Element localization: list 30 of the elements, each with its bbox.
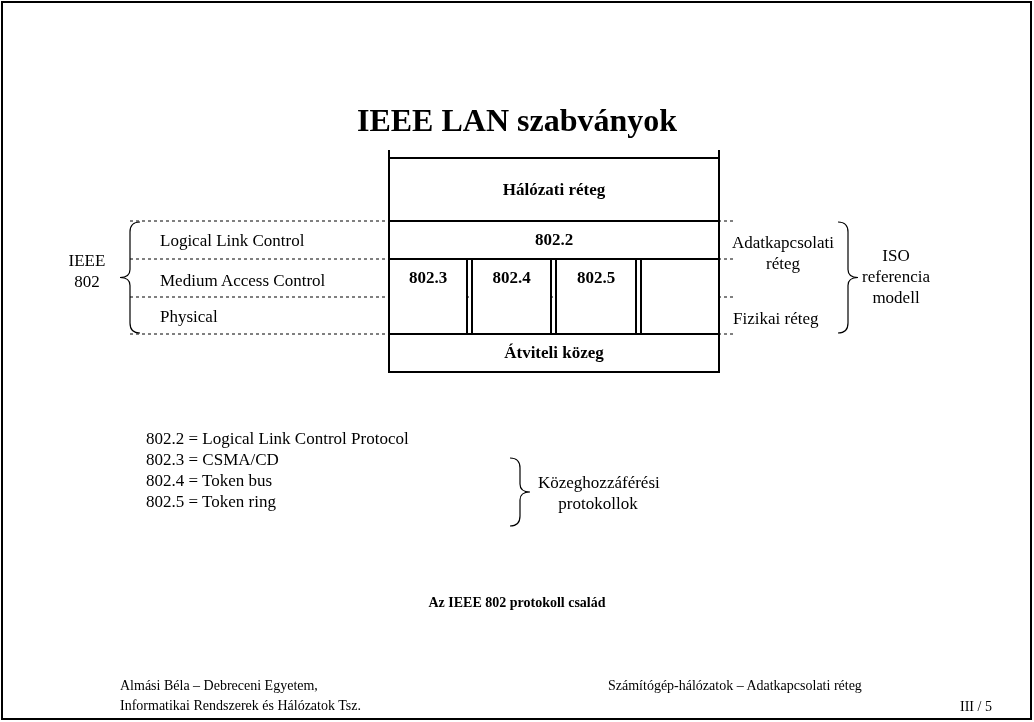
layer-label: Hálózati réteg [502,179,606,200]
layer-box [555,258,637,335]
group-label: ISO referencia modell [861,245,931,308]
layer-label: Fizikai réteg [733,308,819,329]
definition-text: 802.4 = Token bus [146,470,273,491]
layer-box [388,220,720,260]
group-label: IEEE 802 [67,250,107,292]
layer-label: 802.4 [492,268,531,288]
footer-text: Almási Béla – Debreceni Egyetem, Informatikai Rendszerek és Hálózatok Tsz. [120,677,362,715]
layer-label: Átviteli közeg [504,343,604,363]
empty-box [640,258,720,335]
layer-box [471,258,552,335]
layer-label: 802.3 [408,268,448,288]
footer-text: Számítógép-hálózatok – Adatkapcsolati réteg [608,677,862,695]
layer-label: 802.2 [534,230,574,250]
slide-title: IEEE LAN szabványok [355,101,679,140]
row-label: Medium Access Control [160,270,326,291]
definition-text: 802.5 = Token ring [146,491,276,512]
group-label: Közeghozzáférési protokollok [538,472,658,514]
row-label: Physical [160,306,218,327]
layer-box [388,333,720,373]
row-label: Logical Link Control [160,230,305,251]
layer-box [388,157,720,222]
caption: Az IEEE 802 protokoll család [427,594,607,612]
definition-text: 802.3 = CSMA/CD [146,449,279,470]
page-number: III / 5 [960,698,992,716]
layer-label: Adatkapcsolati réteg [731,232,835,274]
layer-label: 802.5 [576,268,616,288]
definition-text: 802.2 = Logical Link Control Protocol [146,428,409,449]
layer-box [388,258,468,335]
